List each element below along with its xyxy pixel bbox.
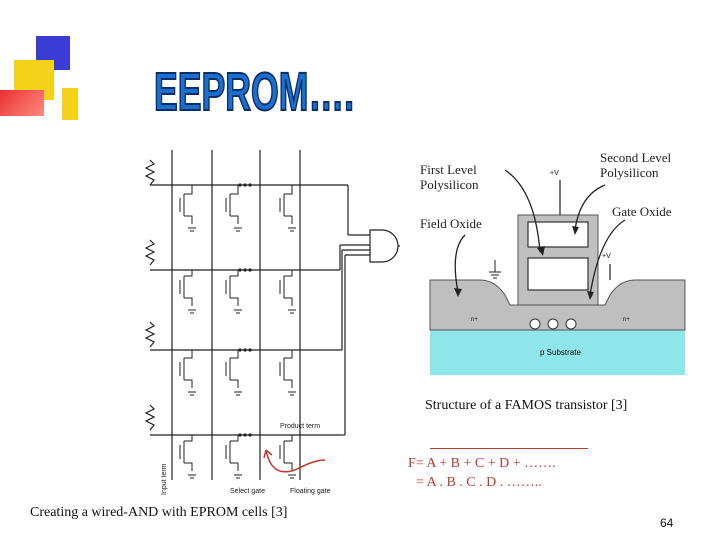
wired-and-circuit-diagram: Product term Select gate Floating gate I…	[144, 150, 400, 495]
ground-icon	[489, 260, 501, 279]
n-plus-right-label: n+	[623, 317, 630, 323]
transistor	[179, 435, 193, 471]
floating-gate-label: Floating gate	[290, 488, 331, 495]
transistor	[279, 185, 293, 224]
annotation-curve	[265, 449, 326, 473]
select-gate-label: Select gate	[230, 488, 265, 495]
resistor	[144, 404, 156, 431]
decorative-square-yellow-2	[62, 88, 78, 120]
transistor	[179, 185, 193, 224]
second-level-polysilicon-label: Second Level Polysilicon	[600, 150, 672, 180]
transistor	[225, 435, 239, 471]
arrow-gate-oxide	[589, 219, 626, 296]
p-substrate-label: p Substrate	[540, 348, 581, 357]
electron	[529, 318, 541, 330]
first-level-polysilicon	[527, 257, 589, 291]
resistor	[144, 159, 156, 186]
n-plus-left-label: n+	[471, 317, 478, 323]
transistor	[279, 435, 293, 471]
input-term-label: Input term	[161, 463, 168, 495]
first-level-polysilicon-label: First Level Polysilicon	[420, 162, 479, 192]
vg-label: +V	[550, 170, 559, 177]
circuit-caption: Creating a wired-AND with EPROM cells [3…	[30, 505, 288, 520]
formula-line-1: F= A + B + C + D + …….	[408, 456, 556, 471]
arrow-field-oxide	[454, 234, 466, 293]
formula-line-2: = A . B . C . D . ……..	[416, 475, 542, 490]
arrow-first-poly	[504, 169, 541, 253]
transistor	[225, 270, 239, 306]
page-number: 64	[660, 516, 674, 530]
field-oxide-label: Field Oxide	[420, 216, 482, 231]
title-text: EEPROM….	[154, 62, 354, 122]
famos-transistor-diagram: p Substrate n+ n+ +V +V	[429, 169, 686, 375]
electron	[547, 318, 559, 330]
vd-label: +V	[602, 253, 611, 260]
transistor	[279, 270, 293, 306]
transistor	[179, 270, 193, 306]
slide-title: EEPROM….	[150, 52, 360, 123]
gate-oxide-label: Gate Oxide	[612, 204, 672, 219]
resistor	[144, 321, 156, 348]
second-level-polysilicon	[527, 221, 589, 248]
resistor	[144, 239, 156, 266]
transistor	[279, 350, 293, 388]
electron	[565, 318, 577, 330]
famos-caption: Structure of a FAMOS transistor [3]	[425, 398, 628, 413]
product-term-label: Product term	[280, 423, 320, 430]
arrow-second-poly	[574, 184, 606, 231]
transistor	[225, 350, 239, 388]
decorative-square-red	[0, 90, 44, 116]
and-gate	[369, 229, 399, 263]
transistor	[225, 185, 239, 224]
formula-overbar	[430, 448, 588, 449]
transistor	[179, 350, 193, 388]
